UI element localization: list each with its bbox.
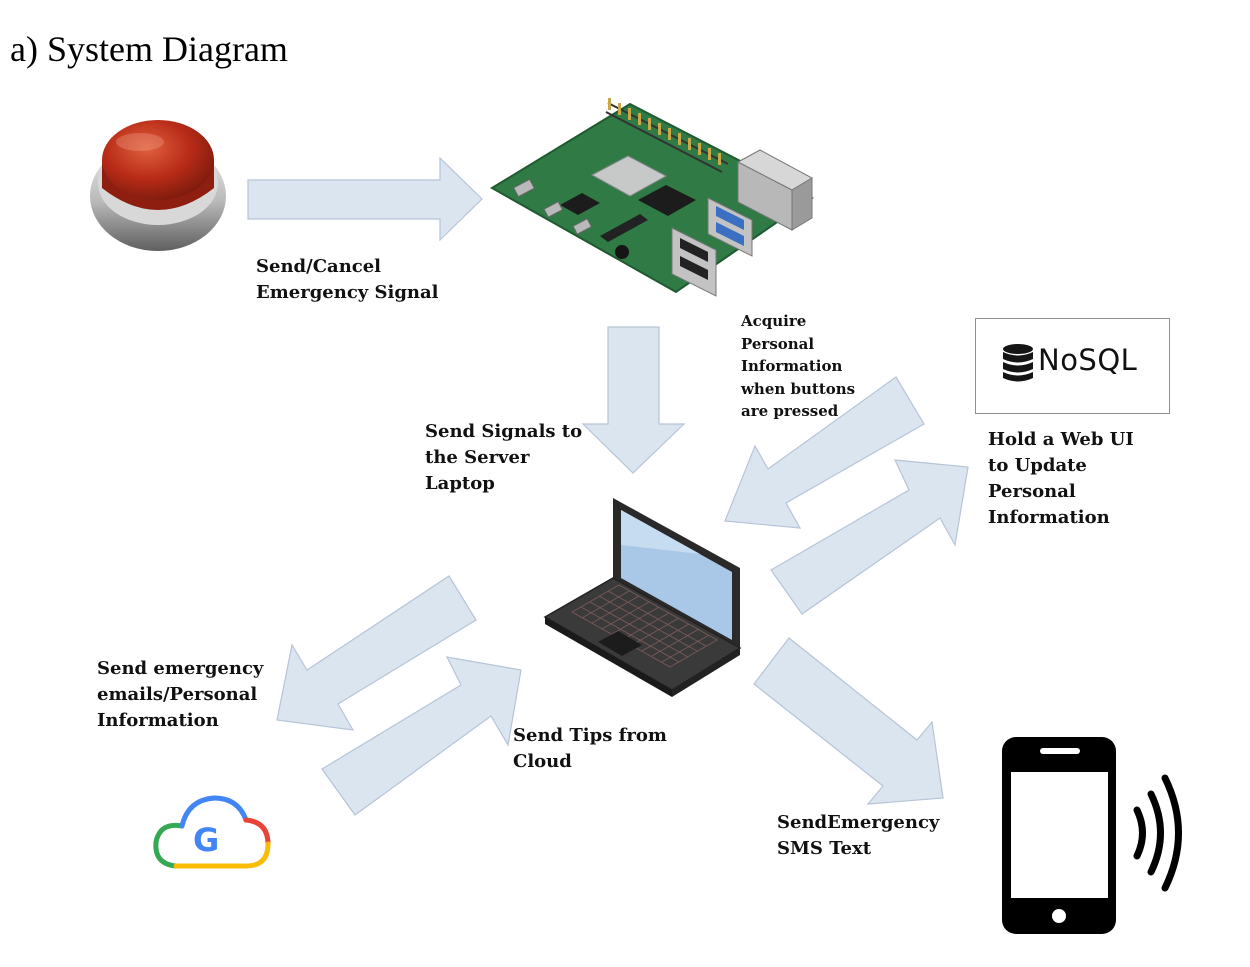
arrow-button-to-pi [247, 156, 483, 242]
arrow-cloud-to-laptop [321, 656, 522, 816]
label-hold-web-ui: Hold a Web UI to Update Personal Informa… [988, 429, 1134, 528]
label-send-signals: Send Signals to the Server Laptop [425, 421, 583, 494]
svg-text:G: G [193, 821, 219, 859]
arrow-pi-to-laptop [581, 326, 686, 474]
diagram-title: a) System Diagram [10, 29, 288, 69]
arrow-laptop-to-cloud [276, 575, 477, 731]
label-send-emails: Send emergency emails/Personal Informati… [97, 658, 264, 731]
arrow-db-to-laptop [724, 376, 925, 529]
label-send-tips: Send Tips from Cloud [513, 725, 667, 772]
label-send-cancel: Send/Cancel Emergency Signal [256, 256, 439, 303]
label-acquire-info: Acquire Personal Information when button… [741, 312, 856, 420]
label-send-sms: SendEmergency SMS Text [777, 812, 940, 859]
arrow-laptop-to-phone [753, 637, 944, 805]
nosql-label: NoSQL [1038, 343, 1138, 377]
arrow-laptop-to-db [770, 459, 969, 615]
